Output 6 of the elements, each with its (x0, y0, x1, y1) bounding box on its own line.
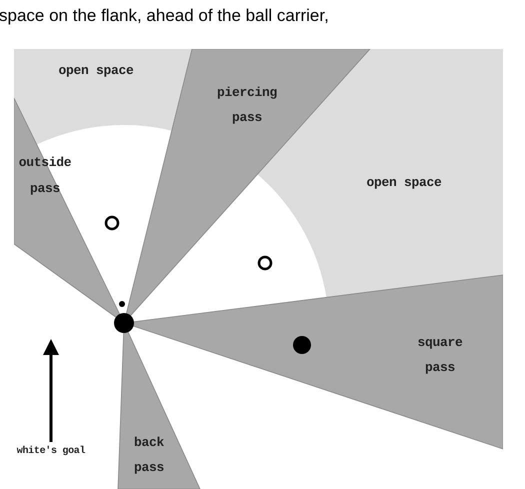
zone-label: square pass (416, 334, 464, 378)
zone-label: open space (57, 62, 134, 80)
zone-label: piercing pass (216, 84, 278, 128)
zone-label: white's goal (16, 444, 86, 459)
zone-label: open space (365, 174, 442, 192)
zone-label: back pass (132, 434, 165, 478)
